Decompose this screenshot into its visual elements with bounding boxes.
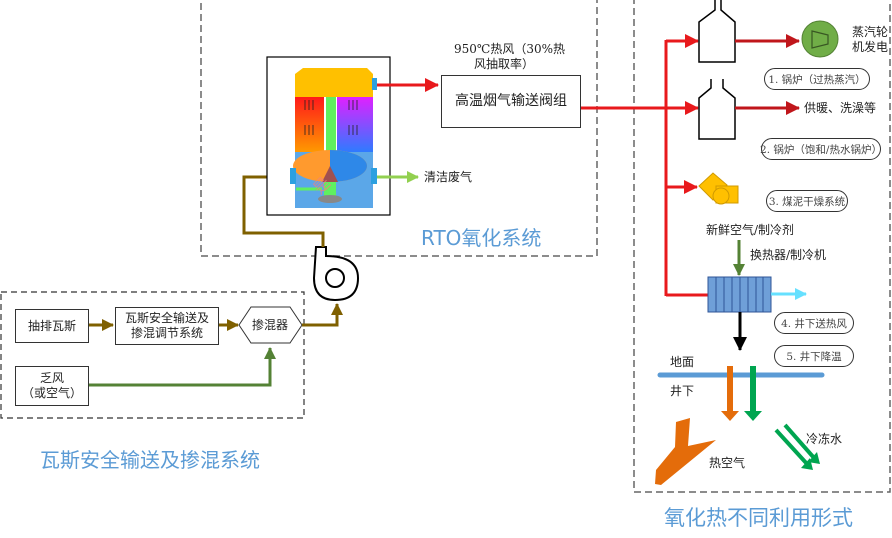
option5-underground-cooling: 5. 井下降温 — [774, 345, 854, 367]
rto-system-region — [200, 0, 598, 257]
transport-label-line1: 瓦斯安全输送及 — [124, 311, 209, 325]
vent-air-label-line2: （或空气） — [21, 386, 82, 400]
hot-air-label: 热空气 — [709, 456, 746, 470]
gas-section-title: 瓦斯安全输送及掺混系统 — [40, 448, 260, 472]
valve-group-box: 高温烟气输送阀组 — [441, 75, 581, 128]
sludge-dryer-icon — [698, 172, 739, 205]
rto-section-title: RTO氧化系统 — [421, 226, 542, 250]
heat-exchanger-label: 换热器/制冷机 — [750, 248, 827, 262]
option4-label: 4. 井下送热风 — [781, 317, 847, 330]
turbine-label-line2: 机发电 — [852, 40, 889, 54]
rto-oxidizer-illustration — [266, 56, 391, 216]
blower-fan-icon — [312, 246, 360, 302]
option1-label: 1. 锅炉（过热蒸汽） — [768, 73, 866, 86]
extract-gas-box: 抽排瓦斯 — [15, 309, 89, 343]
option3-label: 3. 煤泥干燥系统 — [768, 195, 846, 208]
option5-label: 5. 井下降温 — [786, 350, 842, 363]
boiler2-icon — [698, 79, 736, 140]
option2-boiler-saturated: 2. 锅炉（饱和/热水锅炉） — [760, 138, 882, 160]
arrow-vent-air-to-mixer — [88, 347, 276, 387]
valve-group-label: 高温烟气输送阀组 — [455, 93, 567, 109]
arrow-fan-to-rto — [242, 171, 325, 247]
utilization-region — [633, 0, 891, 493]
chilled-water-double-arrow-icon — [774, 423, 820, 470]
option4-underground-hot-air: 4. 井下送热风 — [774, 312, 854, 334]
arrow-mixer-to-fan — [302, 303, 343, 327]
mixer-label: 掺混器 — [252, 318, 289, 332]
chilled-water-down-arrow-icon — [744, 366, 762, 421]
utilization-section-title: 氧化热不同利用形式 — [664, 506, 853, 530]
fresh-air-label: 新鲜空气/制冷剂 — [706, 223, 795, 237]
transport-mixing-box: 瓦斯安全输送及 掺混调节系统 — [115, 307, 219, 345]
heating-label: 供暖、洗澡等 — [804, 101, 877, 115]
heat-exchanger-icon — [707, 276, 772, 313]
ground-label: 地面 — [670, 355, 695, 369]
hot-air-down-arrow-icon — [721, 366, 739, 421]
option1-boiler-superheated: 1. 锅炉（过热蒸汽） — [764, 68, 870, 90]
gas-system-region — [0, 291, 305, 419]
vent-air-box: 乏风 （或空气） — [15, 366, 89, 406]
turbine-label-line1: 蒸汽轮 — [852, 25, 889, 39]
hot-air-big-arrow-icon — [655, 418, 716, 485]
transport-label-line2: 掺混调节系统 — [130, 326, 203, 340]
underground-label: 井下 — [670, 384, 695, 398]
boiler1-icon — [698, 0, 736, 63]
clean-exhaust-label: 清洁废气 — [424, 170, 473, 184]
option2-label: 2. 锅炉（饱和/热水锅炉） — [760, 143, 882, 156]
hot-air-annotation-line2: 风抽取率） — [474, 57, 535, 71]
hot-air-annotation-line1: 950℃热风（30%热 — [454, 42, 566, 56]
vent-air-label-line1: 乏风 — [39, 371, 64, 385]
steam-turbine-icon — [801, 20, 839, 58]
option3-sludge-dryer: 3. 煤泥干燥系统 — [766, 190, 848, 212]
chilled-water-label: 冷冻水 — [806, 432, 843, 446]
extract-gas-label: 抽排瓦斯 — [27, 318, 76, 333]
